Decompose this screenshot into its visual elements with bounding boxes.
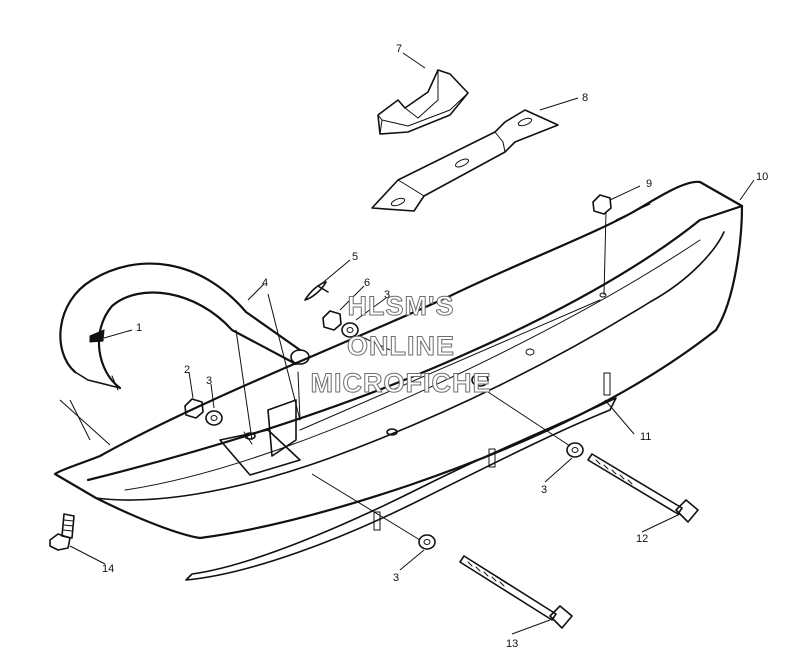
callout-6: 6	[364, 277, 370, 289]
washer-3d	[418, 534, 436, 550]
callout-4: 4	[262, 277, 268, 289]
callout-1: 1	[136, 322, 142, 334]
fasteners	[184, 194, 612, 550]
callout-3-left: 3	[206, 375, 212, 387]
callout-8: 8	[582, 92, 588, 104]
saddle-block	[377, 69, 469, 135]
mounting-plate	[371, 109, 559, 212]
callout-5: 5	[352, 251, 358, 263]
nut-9	[592, 194, 612, 215]
callout-3-upper: 3	[384, 289, 390, 301]
bolt-13	[459, 555, 573, 629]
callout-12: 12	[636, 533, 648, 545]
wear-bar	[185, 372, 617, 581]
callout-13: 13	[506, 638, 518, 650]
ski-body	[53, 180, 744, 540]
ski-handle	[59, 262, 310, 391]
washer-3b	[341, 322, 359, 338]
callout-3-right: 3	[541, 484, 547, 496]
callout-7: 7	[396, 43, 402, 55]
bolt-12	[587, 453, 699, 523]
washer-3a	[205, 410, 223, 426]
callout-10: 10	[756, 171, 768, 183]
callout-9: 9	[646, 178, 652, 190]
callout-14: 14	[102, 563, 114, 575]
washer-3c	[566, 442, 584, 458]
callout-11: 11	[640, 431, 651, 443]
nut-2	[184, 398, 204, 419]
bolt-14	[49, 513, 75, 551]
cotter-pin-5	[304, 281, 329, 301]
callout-3-lower: 3	[393, 572, 399, 584]
leader-lines	[59, 52, 755, 635]
callout-numbers: 7 8 9 10 5 6 3 4 1 2 3 11 3 12 3 13 14	[102, 43, 768, 650]
nut-6	[322, 310, 342, 331]
callout-2: 2	[184, 364, 190, 376]
